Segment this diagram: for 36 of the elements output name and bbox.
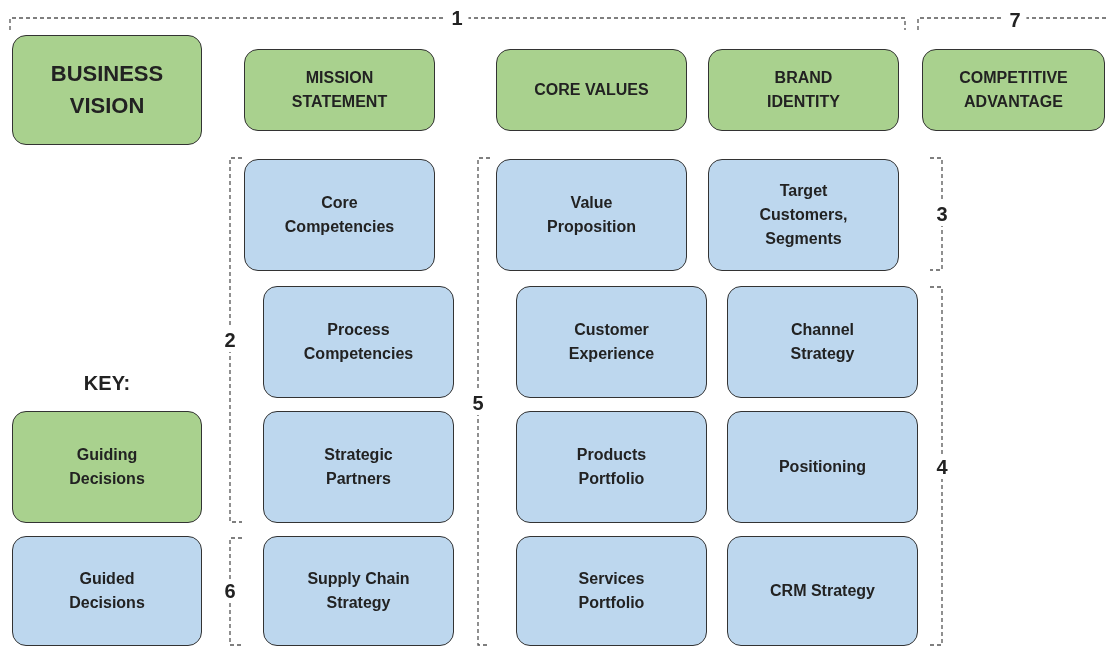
- box-text: Positioning: [778, 457, 867, 477]
- box-text: BRAND IDENTITY: [766, 68, 841, 112]
- legend-text: Guiding Decisions: [68, 445, 146, 489]
- box-text: CORE VALUES: [534, 80, 649, 100]
- decision-box: [516, 286, 707, 398]
- box-text: Channel Strategy: [789, 320, 856, 364]
- box-text: Strategic Partners: [323, 445, 394, 489]
- box-text: Products Portfolio: [575, 445, 648, 489]
- decision-box: [496, 49, 687, 131]
- box-text: Services Portfolio: [577, 569, 646, 613]
- decision-box: [708, 49, 899, 131]
- box-text: BUSINESS VISION: [49, 60, 165, 120]
- decision-box: [12, 35, 202, 145]
- box-text: CRM Strategy: [770, 581, 875, 601]
- decision-box: [244, 159, 435, 271]
- legend-text: Guided Decisions: [68, 569, 146, 613]
- decision-box: [516, 536, 707, 646]
- box-text: Customer Experience: [567, 320, 656, 364]
- decision-box: [727, 286, 918, 398]
- box-text: MISSION STATEMENT: [290, 68, 389, 112]
- box-text: Value Proposition: [546, 193, 637, 237]
- decision-box: [496, 159, 687, 271]
- decision-box: [516, 411, 707, 523]
- box-text: Supply Chain Strategy: [306, 569, 411, 613]
- decision-box: [708, 159, 899, 271]
- box-text: Process Competencies: [302, 320, 415, 364]
- decision-box: [727, 411, 918, 523]
- box-text: Target Customers, Segments: [758, 181, 849, 249]
- box-text: Core Competencies: [283, 193, 396, 237]
- decision-box: [727, 536, 918, 646]
- decision-box: [263, 286, 454, 398]
- decision-box: [263, 536, 454, 646]
- decision-box: [922, 49, 1105, 131]
- decision-box: [244, 49, 435, 131]
- box-text: COMPETITIVE ADVANTAGE: [958, 68, 1069, 112]
- decision-box: [263, 411, 454, 523]
